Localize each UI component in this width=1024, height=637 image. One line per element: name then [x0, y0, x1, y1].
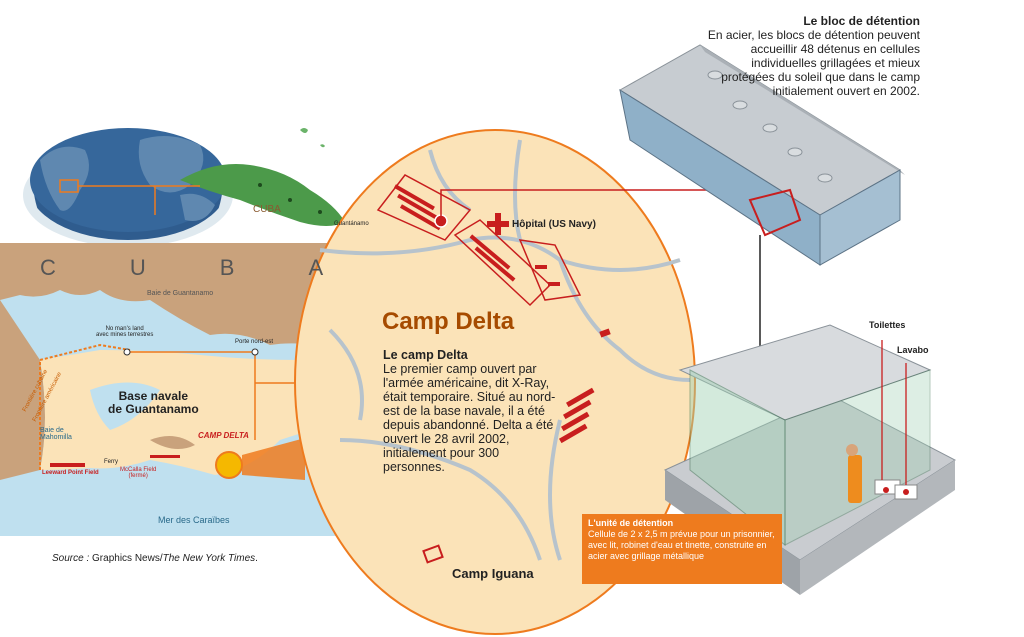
- source-prefix: Source :: [52, 553, 93, 564]
- cuba-letter-u: U: [129, 255, 220, 280]
- source-italic: The New York Times: [162, 553, 256, 564]
- toilettes-label: Toilettes: [869, 320, 906, 330]
- base-navale-label: Base navale de Guantanamo: [108, 389, 199, 416]
- camp-delta-title: Camp Delta: [382, 308, 515, 335]
- cuba-letter-c: C: [40, 255, 130, 280]
- ferry-label: Ferry: [104, 459, 118, 465]
- camp-zoom: [294, 129, 791, 635]
- baie-mahomilla-label: Baie de Mahomilla: [40, 427, 72, 441]
- block-title: Le bloc de détention: [803, 14, 920, 28]
- cuba-letter-b: B: [219, 255, 309, 280]
- bay-guantanamo-label: Baie de Guantanamo: [147, 290, 214, 297]
- camp-delta-description: Le camp Delta Le premier camp ouvert par…: [383, 348, 558, 474]
- source-suffix: .: [255, 553, 258, 564]
- block-description: Le bloc de détention En acier, les blocs…: [700, 14, 920, 98]
- camp-delta-heading: Le camp Delta: [383, 348, 468, 362]
- cuba-label: CUBA: [253, 204, 281, 215]
- camp-iguana-label: Camp Iguana: [452, 566, 534, 581]
- detention-block: [619, 44, 905, 362]
- cuba-island: [180, 128, 345, 226]
- block-body: En acier, les blocs de détention peuvent…: [707, 28, 920, 98]
- leeward-label: Leeward Point Field: [42, 470, 99, 476]
- unit-description-box: L'unité de détention Cellule de 2 x 2,5 …: [582, 514, 782, 584]
- cuba-big-letters: CUBA: [40, 255, 397, 281]
- hopital-label: Hôpital (US Navy): [512, 219, 596, 230]
- camp-delta-body: Le premier camp ouvert par l'armée améri…: [383, 362, 556, 474]
- unit-title: L'unité de détention: [588, 518, 674, 528]
- lavabo-label: Lavabo: [897, 345, 929, 355]
- camp-delta-callout: CAMP DELTA: [198, 431, 249, 440]
- mccalla-label: McCalla Field (fermé): [120, 467, 157, 479]
- cuba-letter-a: A: [308, 255, 398, 280]
- guantanamo-map: [0, 242, 346, 536]
- guantanamo-small-label: Guantánamo: [334, 221, 369, 227]
- mer-caraibes-label: Mer des Caraïbes: [158, 515, 230, 525]
- porte-nord-est-label: Porte nord-est: [235, 339, 274, 345]
- source-credit: Source : Graphics News/The New York Time…: [52, 553, 258, 564]
- source-body: Graphics News/: [92, 553, 163, 564]
- unit-body: Cellule de 2 x 2,5 m prévue pour un pris…: [588, 529, 775, 561]
- no-mans-land-label: No man's land avec mines terrestres: [96, 326, 154, 338]
